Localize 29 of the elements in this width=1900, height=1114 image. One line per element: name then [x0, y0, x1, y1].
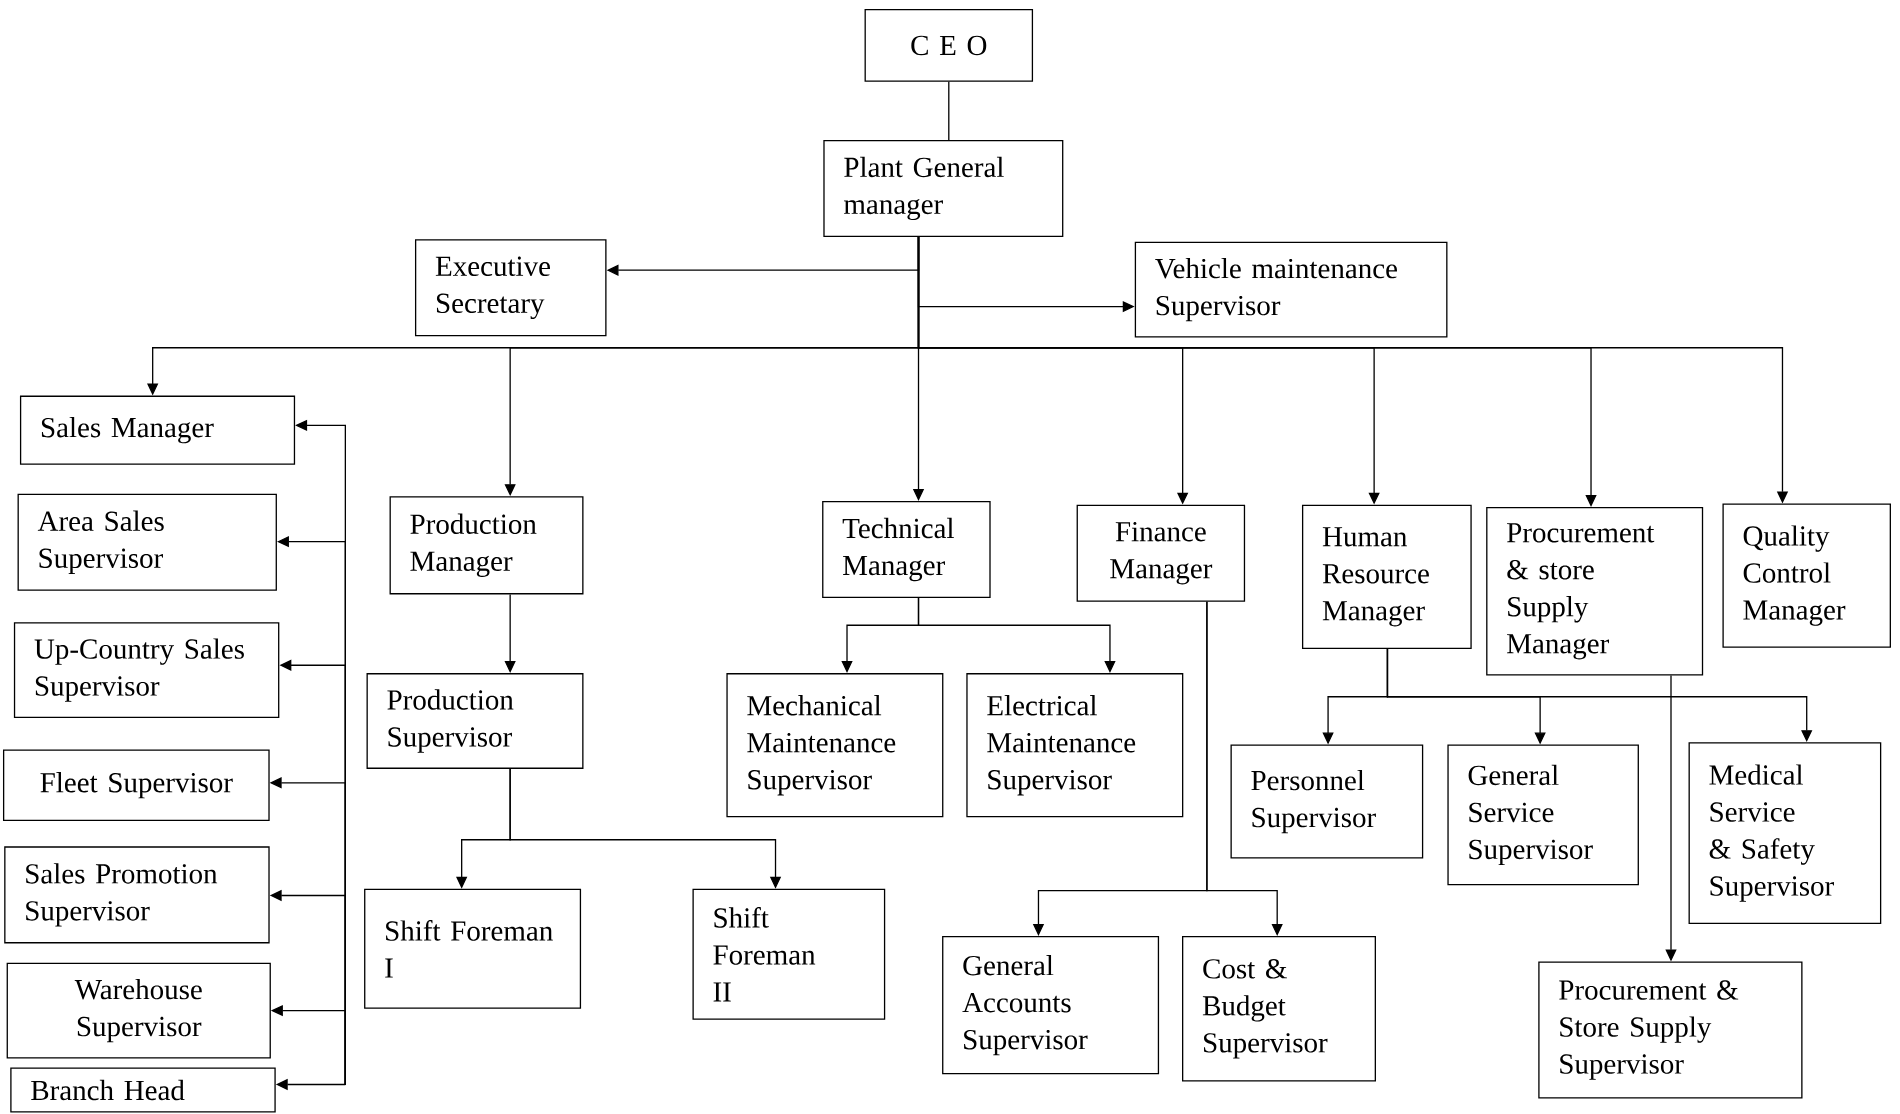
position-box: Shift Foreman II	[692, 888, 886, 1020]
position-box: Up-Country Sales Supervisor	[13, 622, 280, 719]
position-box: Finance Manager	[1076, 504, 1246, 602]
position-box: Vehicle maintenance Supervisor	[1134, 241, 1448, 338]
position-box: Sales Promotion Supervisor	[4, 846, 270, 944]
position-box: Personnel Supervisor	[1230, 744, 1424, 859]
position-box: General Service Supervisor	[1447, 744, 1639, 886]
position-box: Production Supervisor	[366, 673, 584, 770]
position-box: Sales Manager	[19, 395, 296, 465]
position-box: Branch Head	[10, 1067, 276, 1113]
position-box: Executive Secretary	[415, 239, 607, 337]
position-box: Shift Foreman I	[364, 888, 582, 1010]
position-box: Mechanical Maintenance Supervisor	[726, 673, 944, 818]
position-box: Fleet Supervisor	[3, 749, 270, 822]
arrow	[509, 768, 782, 889]
position-box: Quality Control Manager	[1722, 503, 1891, 648]
position-box: Technical Manager	[822, 501, 991, 599]
position-box: C E O	[864, 9, 1034, 83]
position-box: General Accounts Supervisor	[942, 936, 1160, 1075]
position-box: Area Sales Supervisor	[17, 493, 277, 591]
position-box: Medical Service & Safety Supervisor	[1688, 742, 1882, 925]
position-box: Procurement & store Supply Manager	[1486, 507, 1704, 676]
position-box: Electrical Maintenance Supervisor	[966, 673, 1184, 818]
position-box: Warehouse Supervisor	[6, 962, 271, 1059]
position-box: Cost & Budget Supervisor	[1182, 936, 1376, 1082]
position-box: Plant General manager	[823, 140, 1064, 238]
position-box: Procurement & Store Supply Supervisor	[1538, 961, 1803, 1099]
position-box: Production Manager	[389, 496, 584, 595]
position-box: Human Resource Manager	[1302, 504, 1472, 650]
